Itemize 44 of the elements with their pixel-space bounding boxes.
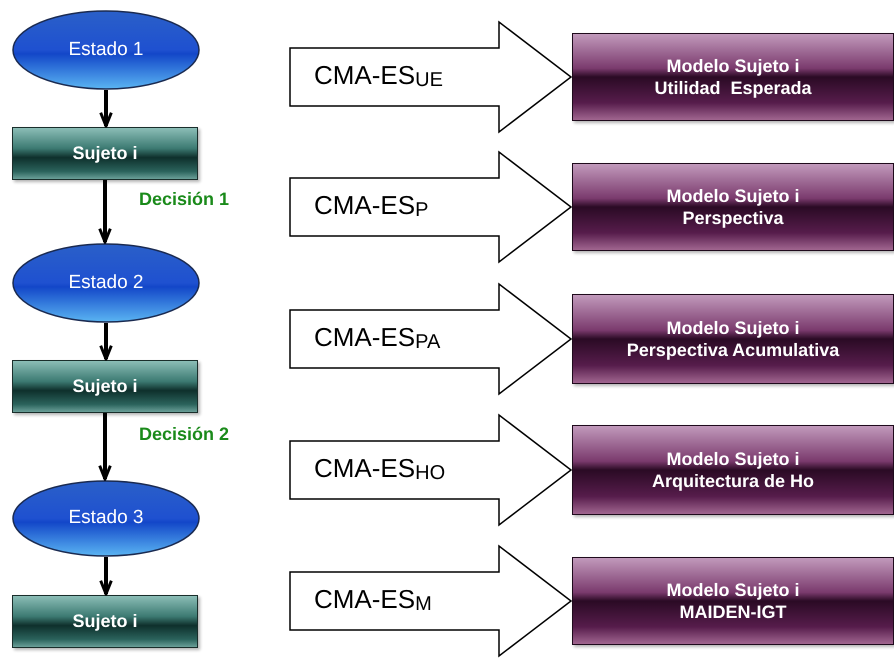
edge-label: Decisión 2 xyxy=(139,424,230,442)
model-label: Modelo Sujeto i xyxy=(666,54,800,77)
subject-label: Sujeto i xyxy=(72,375,138,398)
edge-label: CMA-ES$_{P}$ xyxy=(314,192,428,218)
model-box xyxy=(572,33,894,121)
model-box xyxy=(572,163,894,251)
block-arrow xyxy=(289,282,572,396)
edge-label: CMA-ES$_{UE}$ xyxy=(314,62,443,88)
model-label: Modelo Sujeto i xyxy=(666,578,800,601)
model-box xyxy=(572,557,894,645)
model-box xyxy=(572,425,894,515)
state-label: Estado 2 xyxy=(68,270,144,295)
model-label: Utilidad Esperada xyxy=(654,77,812,100)
block-arrow xyxy=(289,150,572,264)
arrow xyxy=(99,557,113,596)
edge-label: CMA-ES$_{PA}$ xyxy=(314,324,440,350)
model-label: MAIDEN-IGT xyxy=(680,601,786,624)
arrow xyxy=(98,413,112,480)
state-label: Estado 1 xyxy=(68,38,144,62)
state-label: Estado 3 xyxy=(68,506,144,530)
edge-label: CMA-ES$_{M}$ xyxy=(314,586,432,612)
model-label: Arquitectura de Ho xyxy=(652,470,814,492)
subject-label: Sujeto i xyxy=(72,610,138,633)
arrow xyxy=(98,180,112,244)
subject-box xyxy=(12,360,198,413)
block-arrow xyxy=(289,413,572,527)
subject-label: Sujeto i xyxy=(72,142,138,165)
model-label: Modelo Sujeto i xyxy=(666,448,800,470)
model-label: Perspectiva Acumulativa xyxy=(626,339,840,362)
model-label: Modelo Sujeto i xyxy=(666,184,800,207)
model-label: Perspectiva xyxy=(682,207,784,230)
state-ellipse xyxy=(12,10,200,90)
arrow xyxy=(99,323,113,360)
subject-box xyxy=(12,127,198,180)
state-ellipse xyxy=(12,480,200,557)
block-arrow xyxy=(289,544,572,658)
edge-label: Decisión 1 xyxy=(139,190,230,208)
edge-label: CMA-ES$_{HO}$ xyxy=(314,455,446,481)
subject-box xyxy=(12,595,198,648)
model-box xyxy=(572,294,894,384)
model-label: Modelo Sujeto i xyxy=(666,316,800,339)
state-ellipse xyxy=(12,243,200,323)
arrow xyxy=(99,90,113,128)
block-arrow xyxy=(289,20,572,134)
